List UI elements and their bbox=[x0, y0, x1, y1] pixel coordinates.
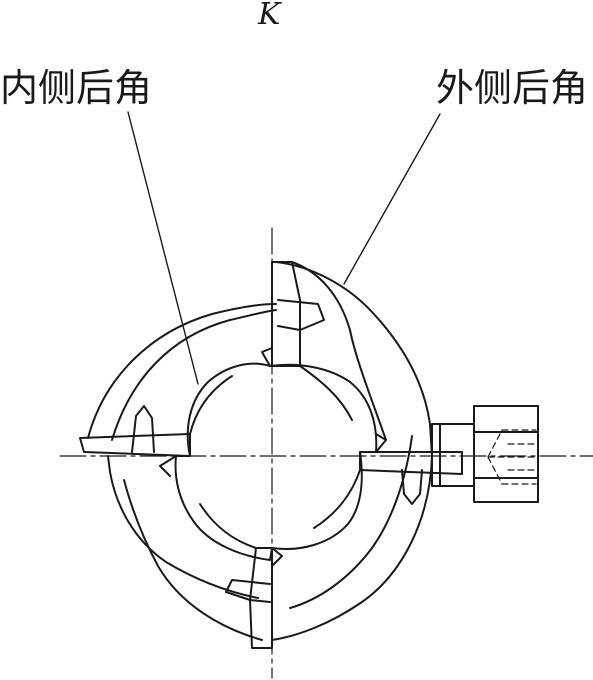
inner-clearance-angle-label: 内侧后角 bbox=[0, 66, 153, 110]
inner-clearance-leader bbox=[127, 111, 199, 385]
outer-clearance-angle-label: 外侧后角 bbox=[436, 66, 589, 110]
clamp-screw-hex-socket bbox=[487, 429, 537, 485]
chip-flute-top bbox=[291, 261, 387, 441]
blade-left bbox=[79, 433, 191, 457]
blade-top-insert bbox=[277, 299, 325, 331]
blade-left-insert bbox=[131, 405, 155, 453]
inner-flute-bottom bbox=[199, 503, 257, 549]
inner-flute-right bbox=[313, 469, 361, 529]
inner-bore bbox=[174, 362, 378, 561]
chip-flute-top-edge bbox=[261, 347, 273, 367]
outer-clearance-leader bbox=[343, 113, 441, 285]
view-label-k: K bbox=[258, 0, 281, 32]
blade-right-insert bbox=[401, 469, 423, 505]
chip-flute-left-edge bbox=[159, 455, 177, 477]
clamp-screw-shank bbox=[431, 423, 475, 487]
blade-top bbox=[271, 261, 301, 367]
blade-right bbox=[359, 451, 463, 475]
chip-flute-bottom-edge bbox=[271, 547, 283, 567]
blade-bottom-insert bbox=[225, 579, 271, 603]
chip-flute-right bbox=[289, 435, 413, 609]
inner-flute-top bbox=[299, 365, 353, 421]
inner-flute-left bbox=[189, 375, 233, 435]
blade-bottom bbox=[249, 547, 273, 649]
clamp-screw-head bbox=[473, 405, 539, 503]
chip-flute-bottom bbox=[123, 479, 263, 641]
chip-flute-right-edge bbox=[375, 433, 387, 453]
chip-flute-left bbox=[111, 309, 277, 441]
